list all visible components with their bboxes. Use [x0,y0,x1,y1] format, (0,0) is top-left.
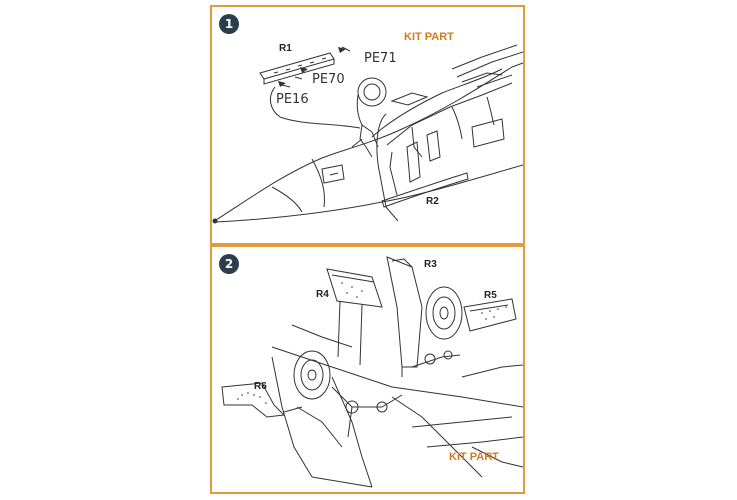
step-2-line-art [221,256,523,488]
step-1-line-art [212,44,523,224]
left-main-wheel [293,350,331,400]
r5-door [463,298,517,332]
ejection-seat-headrest [357,77,387,107]
r2-leader [376,113,387,176]
part-label-pe71: PE71 [364,51,397,66]
canopy-frame [371,68,503,138]
step-1-panel: 1 KIT PART R1 PE71 PE70 PE16 R2 [210,5,525,245]
part-label-r1: R1 [279,43,292,54]
step-2-kit-part-note: KIT PART [449,451,499,463]
r2-part [381,172,469,208]
fuselage-lower-outline [215,164,523,223]
part-label-r6: R6 [254,381,267,392]
part-label-r3: R3 [424,259,437,270]
step-1-kit-part-note: KIT PART [404,31,454,43]
step-2-number-badge: 2 [219,254,239,274]
r4-door [326,268,383,308]
part-label-r4: R4 [316,289,329,300]
r6-door [221,382,286,418]
part-label-r5: R5 [484,290,497,301]
part-label-r2: R2 [426,196,439,207]
r3-door [386,256,423,368]
pe16-leader [269,86,361,129]
right-main-wheel [425,286,463,340]
step-2-panel: 2 R3 R4 R5 R6 KIT PART [210,245,525,494]
step-1-number-badge: 1 [219,14,239,34]
part-label-pe16: PE16 [276,92,309,107]
part-label-pe70: PE70 [312,72,345,87]
fuselage-nose-outline [215,62,523,221]
